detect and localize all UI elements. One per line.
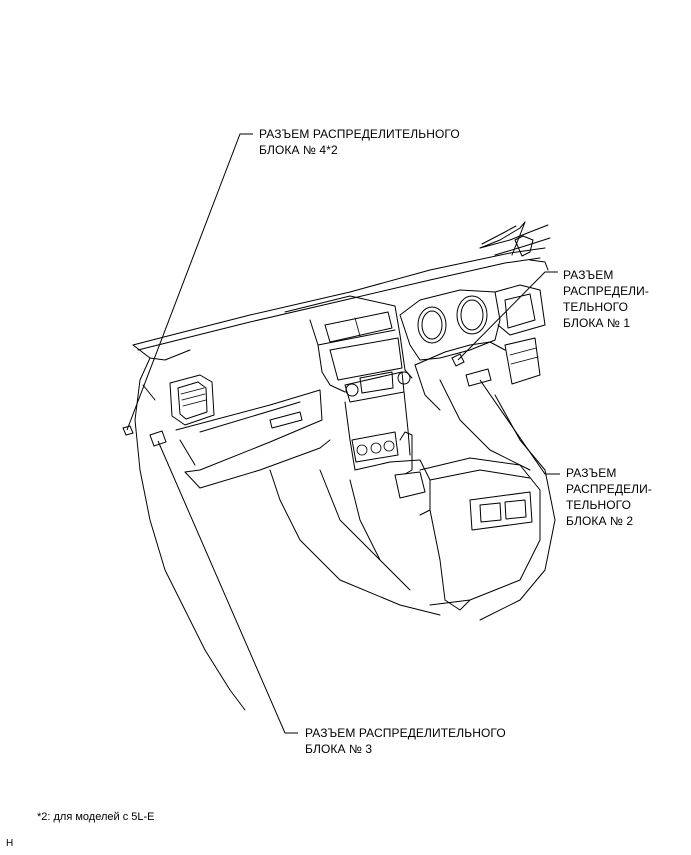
corner-mark: H bbox=[6, 838, 14, 849]
left-air-vent bbox=[169, 374, 215, 426]
floor-lines bbox=[204, 379, 556, 711]
leader-lines bbox=[126, 133, 560, 734]
glove-box bbox=[175, 389, 331, 489]
connector-4-label: РАЗЪЕМ РАСПРЕДЕЛИТЕЛЬНОГО БЛОКА № 4*2 bbox=[259, 127, 460, 157]
connector-3-marker bbox=[149, 430, 167, 447]
dashboard-outline bbox=[132, 221, 551, 651]
instrument-cluster bbox=[399, 289, 506, 411]
connector-4-marker bbox=[122, 425, 134, 436]
connector-2-marker bbox=[465, 368, 492, 387]
right-air-vents bbox=[494, 284, 546, 385]
connector-3-label: РАЗЪЕМ РАСПРЕДЕЛИТЕЛЬНОГО БЛОКА № 3 bbox=[305, 726, 506, 756]
center-console bbox=[284, 295, 413, 471]
connector-1-label: РАЗЪЕМ РАСПРЕДЕЛИ- ТЕЛЬНОГО БЛОКА № 1 bbox=[563, 268, 649, 330]
lower-console bbox=[349, 431, 541, 611]
connector-2-label: РАЗЪЕМ РАСПРЕДЕЛИ- ТЕЛЬНОГО БЛОКА № 2 bbox=[566, 466, 652, 528]
footnote: *2: для моделей с 5L-E bbox=[37, 811, 155, 823]
